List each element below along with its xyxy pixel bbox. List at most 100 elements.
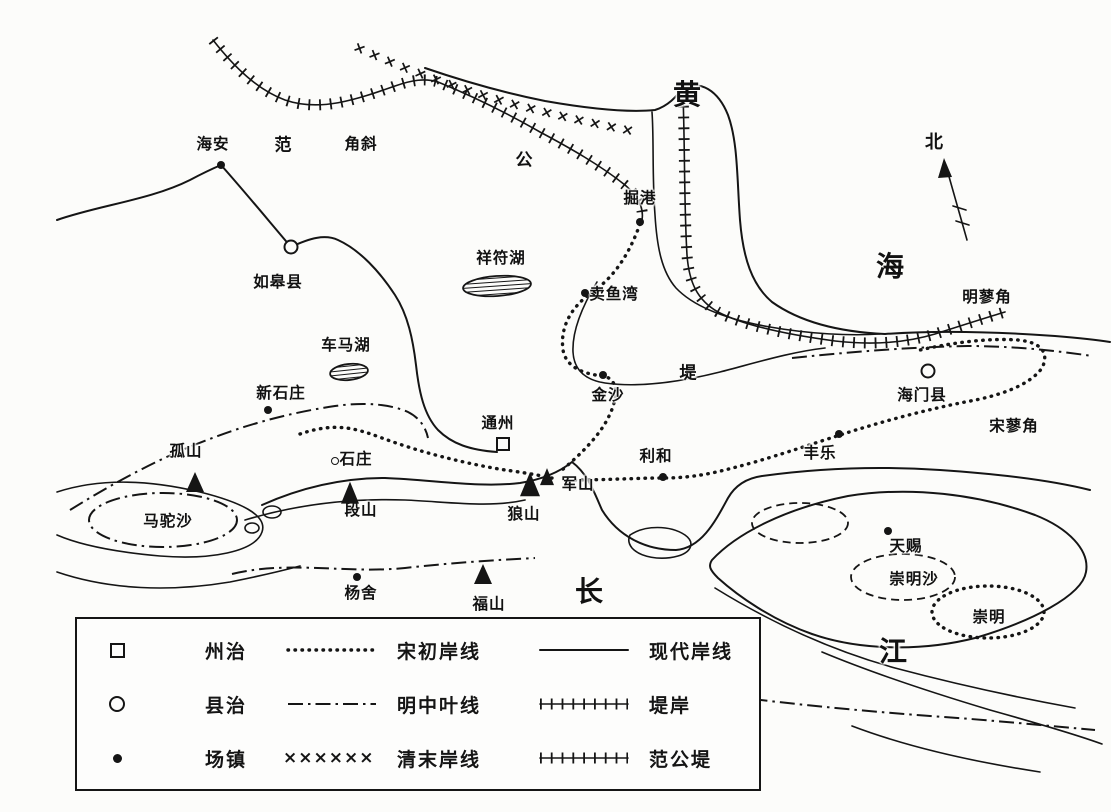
sea-name-label: 江 — [878, 635, 908, 668]
place-label: 丰乐 — [803, 444, 837, 462]
dike-name-label: 公 — [515, 150, 533, 171]
place-label: 金沙 — [591, 386, 625, 404]
place-label: 明蓼角 — [962, 288, 1012, 306]
place-label: 海安 — [196, 135, 230, 153]
modern-coastline-north — [424, 67, 1111, 343]
dashdot-line-symbol — [288, 703, 376, 705]
place-label: 福山 — [472, 595, 506, 613]
island-inner-shoal — [751, 502, 849, 544]
place-label: 如皋县 — [253, 273, 303, 291]
maiyuwan-inlet — [572, 281, 826, 386]
legend-item-market-town: 场镇 — [91, 745, 283, 772]
legend-label: 堤岸 — [649, 694, 692, 717]
fangong-dike — [208, 36, 648, 221]
tongzhou-region-boundary — [290, 236, 498, 453]
ming-line-west — [69, 403, 429, 511]
county-circle-symbol — [109, 696, 125, 712]
prefecture-square — [496, 437, 510, 451]
legend-label: 宋初岸线 — [397, 640, 482, 663]
chongming-island-outline — [709, 490, 1088, 649]
place-label: 段山 — [344, 501, 378, 519]
county-circle — [283, 239, 299, 255]
mid-channel-islet — [627, 526, 692, 559]
matuosha-shore — [56, 481, 264, 558]
legend-label: 范公堤 — [649, 748, 713, 771]
south-channel-line — [714, 587, 1076, 709]
town-dot — [835, 430, 843, 438]
legend-item-ming-line: 明中叶线 — [283, 691, 535, 718]
place-label: 车马湖 — [321, 336, 371, 354]
modern-coastline-northwest — [56, 163, 292, 248]
place-label: 天赐 — [889, 537, 923, 555]
riverbank-second-line — [244, 498, 526, 521]
south-bank-east-b — [851, 725, 1041, 773]
xiangfu-lake — [462, 274, 532, 298]
chongmingsha-outline — [850, 553, 956, 601]
ming-line-northeast — [791, 344, 1093, 359]
legend-item-song-coastline: 宋初岸线 — [283, 637, 535, 664]
modern-coastline-headland-inner — [651, 111, 881, 336]
south-bank-west — [56, 565, 301, 589]
place-label: 狼山 — [507, 505, 541, 523]
dike-line-symbol — [539, 752, 629, 764]
legend-item-embankment: 堤岸 — [535, 691, 759, 718]
chema-lake — [329, 362, 369, 382]
place-label: 祥符湖 — [476, 249, 526, 267]
chongming-song-outline — [930, 584, 1046, 640]
town-dot — [599, 371, 607, 379]
place-label: 卖鱼湾 — [589, 285, 639, 303]
place-label: 海门县 — [897, 386, 947, 404]
solid-line-symbol — [539, 649, 629, 651]
sea-name-label: 海 — [875, 250, 905, 283]
sea-name-label: 长 — [574, 575, 604, 608]
north-arrow — [938, 158, 970, 241]
place-label: 宋蓼角 — [989, 417, 1039, 435]
mountain-triangle — [341, 481, 359, 504]
compass-north-label: 北 — [925, 132, 943, 153]
place-label: 马驼沙 — [143, 512, 193, 530]
place-label: 利和 — [639, 447, 673, 465]
shizhuang-islet-b — [244, 522, 260, 534]
town-dot — [636, 218, 644, 226]
south-bank-east-a — [821, 651, 1103, 745]
place-label: 通州 — [481, 414, 515, 432]
place-label: 角斜 — [344, 135, 378, 153]
legend-label: 县治 — [205, 694, 248, 717]
town-dot — [217, 161, 225, 169]
place-label: 崇明 — [972, 608, 1006, 626]
town-dot — [264, 406, 272, 414]
place-label: 崇明沙 — [889, 570, 939, 588]
song-coastline-east — [566, 337, 1047, 482]
mountain-triangle — [520, 472, 540, 497]
legend-item-fangong-dike: 范公堤 — [535, 745, 759, 772]
shizhuang-islet-a — [262, 505, 282, 519]
dotted-line-symbol — [286, 648, 378, 652]
legend-item-modern-coastline: 现代岸线 — [535, 637, 759, 664]
place-label: 石庄 — [339, 450, 373, 468]
place-label: 孤山 — [169, 442, 203, 460]
yangtze-north-bank — [261, 460, 1091, 552]
county-circle — [920, 363, 936, 379]
mountain-triangle — [474, 564, 492, 584]
dike-name-label: 范 — [274, 135, 292, 156]
town-dot — [884, 527, 892, 535]
legend-item-prefecture: 州治 — [91, 637, 283, 664]
place-label: 军山 — [561, 475, 595, 493]
town-dot-symbol — [112, 753, 122, 763]
embankment-line-symbol — [539, 698, 629, 710]
x-line-symbol: ×××××× — [283, 748, 375, 768]
hamlet-circle — [331, 457, 339, 465]
dike-name-label: 堤 — [679, 363, 697, 384]
legend-item-qing-coastline: ×××××× 清末岸线 — [283, 745, 535, 772]
town-dot — [659, 473, 667, 481]
legend-label: 场镇 — [205, 748, 248, 771]
town-dot — [581, 289, 589, 297]
map-legend: 州治 宋初岸线 现代岸线 县治 明中叶线 堤岸 场镇 ×××××× 清末岸线 — [75, 617, 761, 791]
legend-label: 现代岸线 — [649, 640, 734, 663]
legend-label: 州治 — [205, 640, 248, 663]
sea-name-label: 黄 — [672, 78, 702, 111]
legend-label: 清末岸线 — [397, 748, 482, 771]
prefecture-square-symbol — [109, 642, 125, 658]
place-label: 新石庄 — [256, 384, 306, 402]
